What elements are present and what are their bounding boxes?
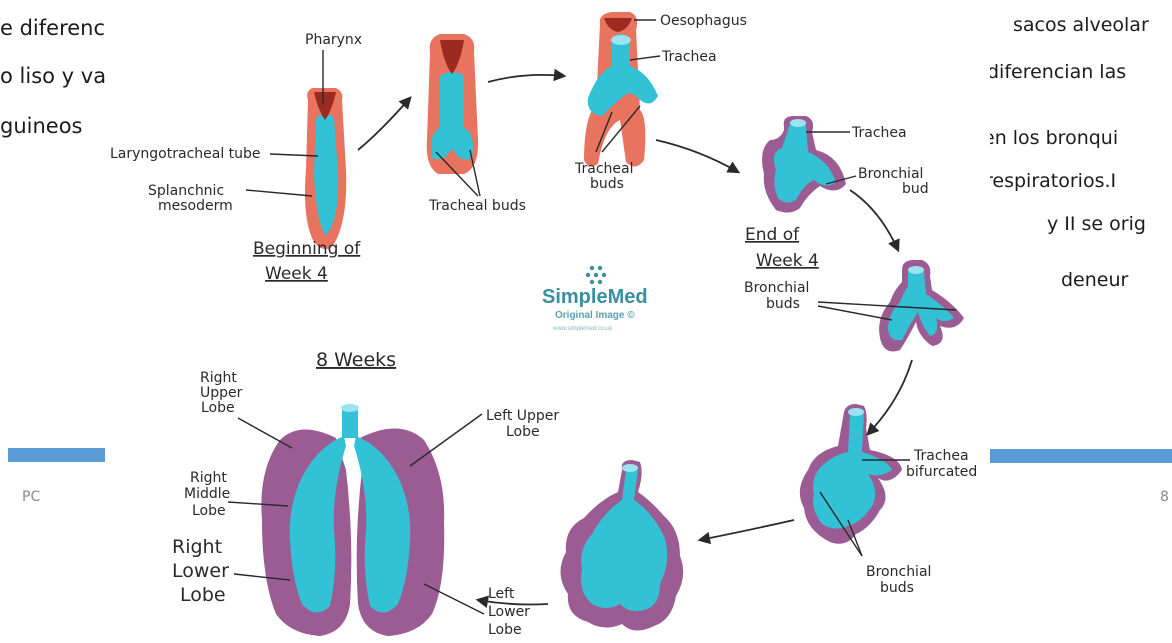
label-splanchnic: Splanchnic [148,183,224,199]
label-rul-2: Upper [200,385,243,401]
label-rml-3: Lobe [192,503,226,519]
slide-text-right-6: deneur [1061,269,1128,291]
label-bronchial-bud-b: bud [902,181,929,197]
label-bronchial-buds-a: Bronchial [744,280,809,296]
label-rll-3: Lobe [180,584,226,606]
label-lll-2: Lower [488,604,530,620]
label-trachea-stage3: Trachea [661,49,717,65]
label-lll-1: Left [488,586,515,602]
label-lul-2: Lobe [506,424,540,440]
slide-text-right-3: en los bronqui [983,127,1118,149]
label-trachea-end4: Trachea [851,125,907,141]
label-rll-1: Right [172,536,222,558]
slide-text-right-4: respiratorios.I [985,170,1116,192]
label-bronchial-bud-a: Bronchial [858,166,923,182]
label-trachea-bif-a: Trachea [913,448,969,464]
watermark-url: www.simplemed.co.uk [552,326,613,332]
label-rll-2: Lower [172,560,229,582]
slide-text-right-1: sacos alveolar [1013,14,1149,36]
heading-week-4-start: Week 4 [265,264,328,284]
label-bronchial-buds-b: buds [766,296,800,312]
label-rml-2: Middle [184,486,230,502]
label-rul-1: Right [200,370,237,386]
accent-bar-left [8,448,105,462]
diagram-background [105,0,990,643]
label-bronchial-buds-bif-b: buds [880,580,914,596]
accent-bar-right [990,449,1172,463]
footer-page-number: 8 [1160,489,1169,505]
slide-text-left-3: guineos [0,114,83,138]
label-lul-1: Left Upper [486,408,559,424]
label-pharynx: Pharynx [305,32,362,48]
label-rul-3: Lobe [201,400,235,416]
label-oesophagus: Oesophagus [660,13,747,29]
footer-left-label: PC [22,489,40,505]
label-tracheal-buds-2b: buds [590,176,624,192]
label-lll-3: Lobe [488,622,522,638]
lung-development-diagram: Pharynx Laryngotracheal tube Splanchnic … [105,0,990,643]
label-mesoderm: mesoderm [158,198,233,214]
slide-text-right-5: y II se orig [1047,213,1146,235]
slide-text-right-2: diferencian las [987,61,1126,83]
label-trachea-bif-b: bifurcated [906,464,977,480]
watermark-brand: SimpleMed [542,286,648,308]
watermark-tagline: Original Image © [555,310,635,321]
label-bronchial-buds-bif-a: Bronchial [866,564,931,580]
heading-8-weeks: 8 Weeks [316,349,396,371]
label-tracheal-buds: Tracheal buds [428,198,526,214]
label-tracheal-buds-2a: Tracheal [574,161,633,177]
heading-week-4-end: Week 4 [756,251,819,271]
heading-beginning-of: Beginning of [253,239,361,259]
heading-end-of: End of [745,225,800,245]
label-laryngotracheal-tube: Laryngotracheal tube [110,146,261,162]
label-rml-1: Right [190,470,227,486]
